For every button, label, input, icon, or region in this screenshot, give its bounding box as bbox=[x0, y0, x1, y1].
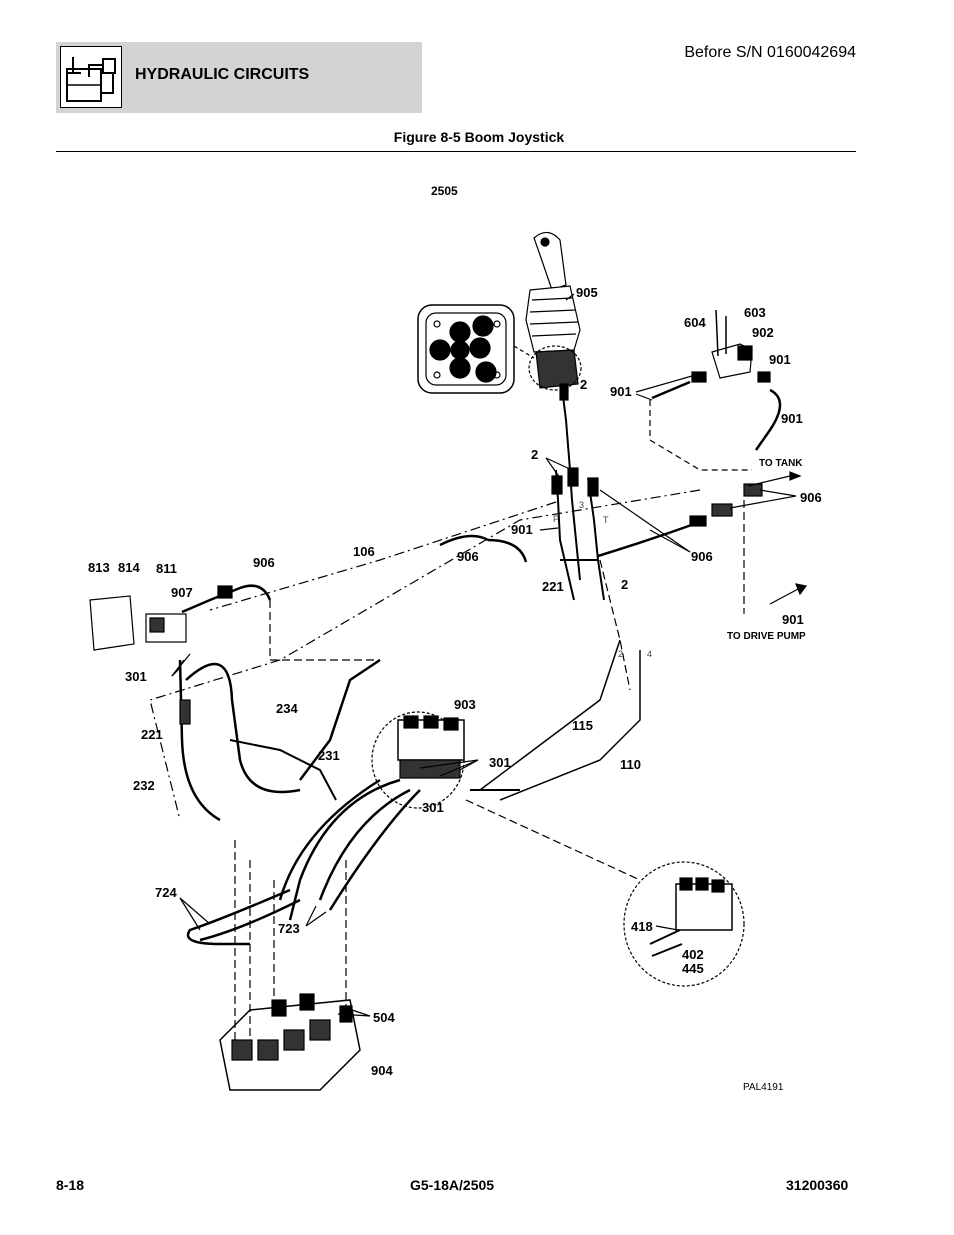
port-label-p: P bbox=[553, 514, 560, 524]
callout-906: 906 bbox=[691, 549, 713, 564]
callout-603: 603 bbox=[744, 305, 766, 320]
callout-221: 221 bbox=[141, 727, 163, 742]
serial-note: Before S/N 0160042694 bbox=[684, 44, 856, 61]
callout-504: 504 bbox=[373, 1010, 395, 1025]
callout-115: 115 bbox=[572, 718, 593, 733]
callout-814: 814 bbox=[118, 560, 140, 575]
callout-301: 301 bbox=[125, 669, 147, 684]
callout-906: 906 bbox=[457, 549, 479, 564]
callout-904: 904 bbox=[371, 1063, 393, 1078]
callout-723: 723 bbox=[278, 921, 300, 936]
callout-234: 234 bbox=[276, 701, 298, 716]
callout-2: 2 bbox=[580, 377, 588, 392]
callout-906: 906 bbox=[253, 555, 275, 570]
figure-model-label: 2505 bbox=[431, 184, 458, 198]
hydraulic-circuit-icon bbox=[60, 46, 122, 108]
callout-232: 232 bbox=[133, 778, 155, 793]
callout-604: 604 bbox=[684, 315, 706, 330]
callout-907: 907 bbox=[171, 585, 193, 600]
callout-813: 813 bbox=[88, 560, 110, 575]
callout-811: 811 bbox=[156, 561, 177, 576]
doc-number: 31200360 bbox=[786, 1177, 849, 1193]
callout-724: 724 bbox=[155, 885, 177, 900]
callout-110: 110 bbox=[620, 757, 641, 772]
callout-901: 901 bbox=[781, 411, 803, 426]
callout-221: 221 bbox=[542, 579, 564, 594]
note-to-drive-pump: TO DRIVE PUMP bbox=[727, 631, 806, 642]
callout-905: 905 bbox=[576, 285, 598, 300]
callout-418: 418 bbox=[631, 919, 653, 934]
callout-903: 903 bbox=[454, 697, 476, 712]
callout-106: 106 bbox=[353, 544, 375, 559]
callout-902: 902 bbox=[752, 325, 774, 340]
callout-402: 402 bbox=[682, 947, 704, 962]
callout-445: 445 bbox=[682, 961, 704, 976]
callout-301: 301 bbox=[422, 800, 444, 815]
callout-2: 2 bbox=[531, 447, 539, 462]
section-title: HYDRAULIC CIRCUITS bbox=[135, 66, 310, 83]
callout-901: 901 bbox=[610, 384, 632, 399]
page-number: 8-18 bbox=[56, 1177, 85, 1193]
port-label-3: 3 bbox=[579, 500, 585, 510]
title-rule bbox=[56, 151, 856, 152]
callout-901: 901 bbox=[769, 352, 791, 367]
callout-901: 901 bbox=[511, 522, 533, 537]
figure-reference-code: PAL4191 bbox=[743, 1082, 784, 1093]
callout-301: 301 bbox=[489, 755, 511, 770]
callout-2: 2 bbox=[621, 577, 629, 592]
callout-901: 901 bbox=[782, 612, 804, 627]
footer-model: G5-18A/2505 bbox=[410, 1177, 495, 1193]
note-to-tank: TO TANK bbox=[759, 458, 803, 469]
port-label-4: 4 bbox=[647, 649, 653, 659]
figure-title: Figure 8-5 Boom Joystick bbox=[393, 129, 565, 145]
port-label-2: 2 bbox=[618, 649, 624, 659]
callout-231: 231 bbox=[318, 748, 340, 763]
port-label-t: T bbox=[603, 515, 609, 525]
callout-906: 906 bbox=[800, 490, 822, 505]
